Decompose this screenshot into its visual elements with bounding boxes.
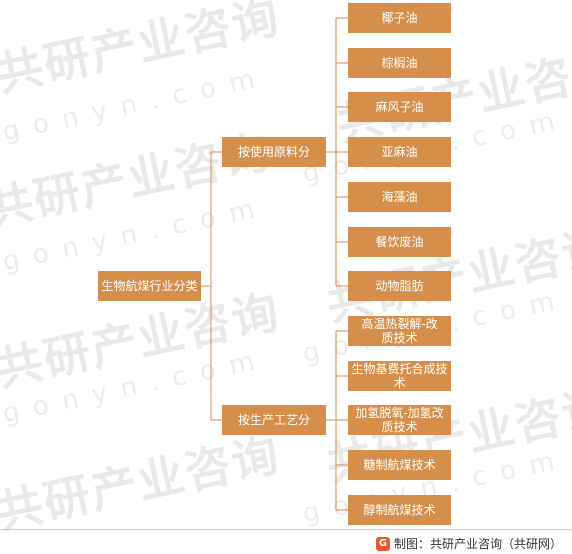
leaf-node: 糖制航煤技术 bbox=[348, 450, 451, 480]
leaf-node: 亚麻油 bbox=[348, 137, 451, 167]
footer-divider bbox=[0, 529, 572, 530]
leaf-node: 棕榈油 bbox=[348, 48, 451, 78]
leaf-node: 餐饮废油 bbox=[348, 227, 451, 257]
source-text: 制图：共研产业咨询（共研网） bbox=[393, 537, 562, 551]
leaf-node: 生物基费托合成技术 bbox=[348, 361, 451, 391]
source-footer: G 制图：共研产业咨询（共研网） bbox=[375, 535, 562, 552]
leaf-node: 椰子油 bbox=[348, 3, 451, 33]
branch-node-by-process: 按生产工艺分 bbox=[222, 405, 326, 435]
leaf-node: 加氢脱氧-加氢改质技术 bbox=[348, 405, 451, 435]
branch-node-by-feedstock: 按使用原料分 bbox=[222, 137, 326, 167]
root-node: 生物航煤行业分类 bbox=[98, 271, 201, 301]
leaf-node: 海藻油 bbox=[348, 182, 451, 212]
leaf-node: 动物脂肪 bbox=[348, 271, 451, 301]
gonyn-logo-icon: G bbox=[375, 536, 390, 551]
leaf-node: 麻风子油 bbox=[348, 92, 451, 122]
leaf-node: 醇制航煤技术 bbox=[348, 495, 451, 525]
leaf-node: 高温热裂解-改质技术 bbox=[348, 316, 451, 346]
